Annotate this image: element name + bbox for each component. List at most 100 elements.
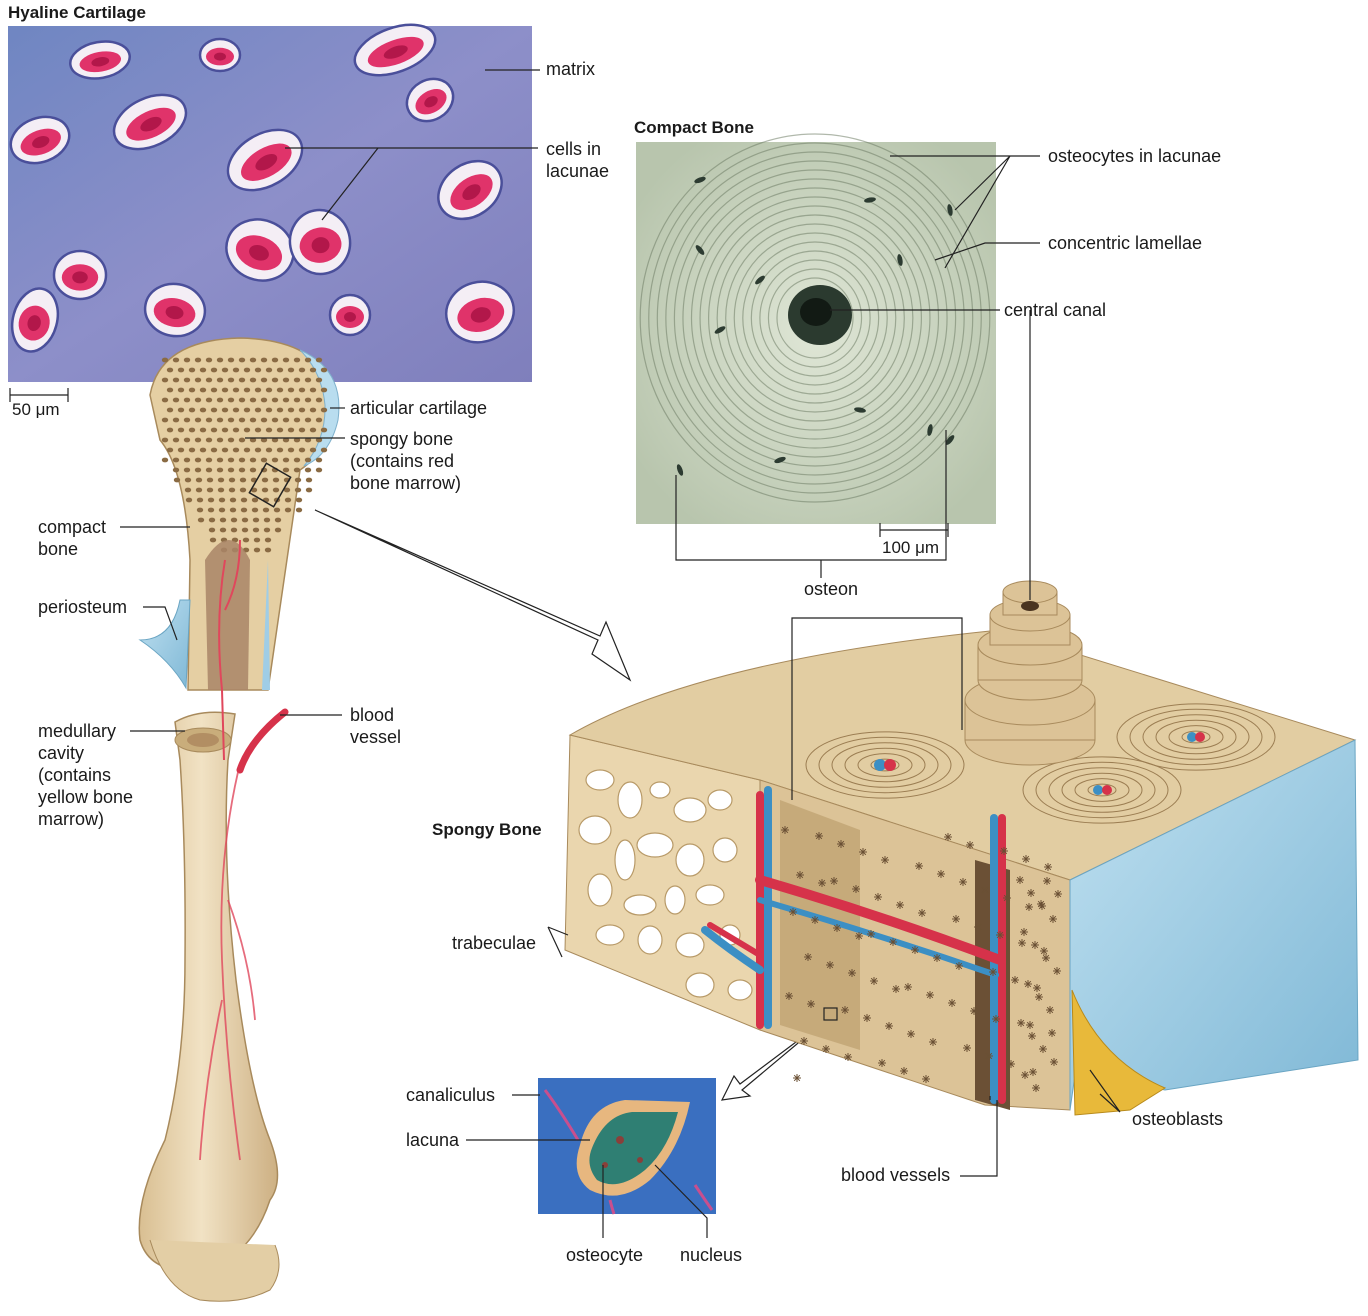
osteocyte-star xyxy=(1024,980,1032,988)
trabecula-space xyxy=(615,840,635,880)
osteocyte-star xyxy=(867,930,875,938)
osteocyte-star xyxy=(830,877,838,885)
osteocyte-star xyxy=(929,1038,937,1046)
osteocyte-star xyxy=(1021,1071,1029,1079)
osteocyte-star xyxy=(885,1022,893,1030)
osteocyte-star xyxy=(1035,993,1043,1001)
osteocyte-star xyxy=(1050,1058,1058,1066)
osteocyte-star xyxy=(918,909,926,917)
osteocyte-star xyxy=(974,923,982,931)
osteocyte-star xyxy=(1043,877,1051,885)
label-matrix: matrix xyxy=(546,58,595,80)
trabecula-space xyxy=(650,782,670,798)
osteocyte-star xyxy=(822,1045,830,1053)
osteocyte-star xyxy=(944,833,952,841)
label-lacuna: lacuna xyxy=(406,1129,459,1151)
hyaline-cartilage-micrograph xyxy=(4,15,532,382)
osteocyte-star xyxy=(1053,967,1061,975)
osteocyte-star xyxy=(959,878,967,886)
osteocyte-star xyxy=(841,1006,849,1014)
title-compact-bone: Compact Bone xyxy=(634,118,754,138)
lacuna-micrograph xyxy=(538,1078,716,1214)
compact-bone-micrograph xyxy=(636,134,996,524)
title-spongy-bone: Spongy Bone xyxy=(432,820,542,840)
osteocyte-star xyxy=(985,1052,993,1060)
osteocyte-star xyxy=(852,885,860,893)
scale-bar-100um: 100 μm xyxy=(882,538,939,558)
osteocyte-star xyxy=(796,871,804,879)
osteocyte-star xyxy=(1048,1029,1056,1037)
osteocyte-star xyxy=(807,1000,815,1008)
osteocyte-star xyxy=(826,961,834,969)
scale-bar-50um: 50 μm xyxy=(12,400,60,420)
zoom-arrow-upper xyxy=(315,510,630,680)
osteocyte-star xyxy=(1029,1068,1037,1076)
osteocyte-star xyxy=(837,840,845,848)
osteocyte-star xyxy=(896,901,904,909)
osteocyte-star xyxy=(859,848,867,856)
osteocyte-star xyxy=(789,908,797,916)
trabecula-space xyxy=(586,770,614,790)
osteocyte-star xyxy=(1038,902,1046,910)
osteocyte-star xyxy=(992,1015,1000,1023)
label-osteon: osteon xyxy=(804,578,858,600)
trabecula-space xyxy=(696,885,724,905)
osteocyte-star xyxy=(963,1044,971,1052)
osteocyte-star xyxy=(855,932,863,940)
label-osteocytes-in-lacunae: osteocytes in lacunae xyxy=(1048,145,1221,167)
osteocyte-star xyxy=(874,893,882,901)
trabecula-space xyxy=(686,973,714,997)
long-bone xyxy=(139,338,339,1301)
label-blood-vessels: blood vessels xyxy=(841,1164,950,1186)
osteocyte-star xyxy=(1044,863,1052,871)
osteocyte-star xyxy=(1031,941,1039,949)
osteocyte-star xyxy=(1018,939,1026,947)
trabecula-space xyxy=(676,933,704,957)
osteocyte-star xyxy=(1007,1060,1015,1068)
osteocyte-star xyxy=(1032,1084,1040,1092)
osteocyte-star xyxy=(815,832,823,840)
osteocyte-star xyxy=(1025,903,1033,911)
osteocyte-star xyxy=(1042,954,1050,962)
label-compact-bone: compact bone xyxy=(38,516,106,560)
trabecula-space xyxy=(665,886,685,914)
trabecula-space xyxy=(618,782,642,818)
label-cells-in-lacunae: cells in lacunae xyxy=(546,138,609,182)
label-central-canal: central canal xyxy=(1004,299,1106,321)
osteocyte-star xyxy=(900,1067,908,1075)
osteocyte-star xyxy=(1027,889,1035,897)
osteocyte-star xyxy=(892,985,900,993)
trabecula-space xyxy=(728,980,752,1000)
osteocyte-star xyxy=(1028,1032,1036,1040)
osteocyte-star xyxy=(1033,984,1041,992)
osteocyte-star xyxy=(811,916,819,924)
osteocyte-star xyxy=(781,826,789,834)
osteocyte-star xyxy=(1040,947,1048,955)
osteocyte-star xyxy=(848,969,856,977)
label-osteoblasts: osteoblasts xyxy=(1132,1108,1223,1130)
osteocyte-star xyxy=(833,924,841,932)
osteocyte-star xyxy=(1046,1006,1054,1014)
label-trabeculae: trabeculae xyxy=(452,932,536,954)
osteocyte-star xyxy=(989,968,997,976)
trabecula-space xyxy=(713,838,737,862)
label-blood-vessel: blood vessel xyxy=(350,704,401,748)
osteocyte-star xyxy=(948,999,956,1007)
osteocyte-star xyxy=(881,856,889,864)
osteocyte-star xyxy=(1003,894,1011,902)
osteocyte-star xyxy=(937,870,945,878)
osteocyte-star xyxy=(878,1059,886,1067)
osteocyte-star xyxy=(1026,1021,1034,1029)
osteocyte-star xyxy=(804,953,812,961)
label-spongy-bone: spongy bone (contains red bone marrow) xyxy=(350,428,461,494)
title-hyaline-cartilage: Hyaline Cartilage xyxy=(8,3,146,23)
label-osteocyte: osteocyte xyxy=(566,1244,643,1266)
trabecula-space xyxy=(624,895,656,915)
osteocyte-star xyxy=(889,938,897,946)
trabecula-space xyxy=(588,874,612,906)
osteocyte-star xyxy=(1017,1019,1025,1027)
osteocyte-star xyxy=(1049,915,1057,923)
trabecula-space xyxy=(579,816,611,844)
osteocyte-star xyxy=(870,977,878,985)
osteocyte-star xyxy=(996,931,1004,939)
